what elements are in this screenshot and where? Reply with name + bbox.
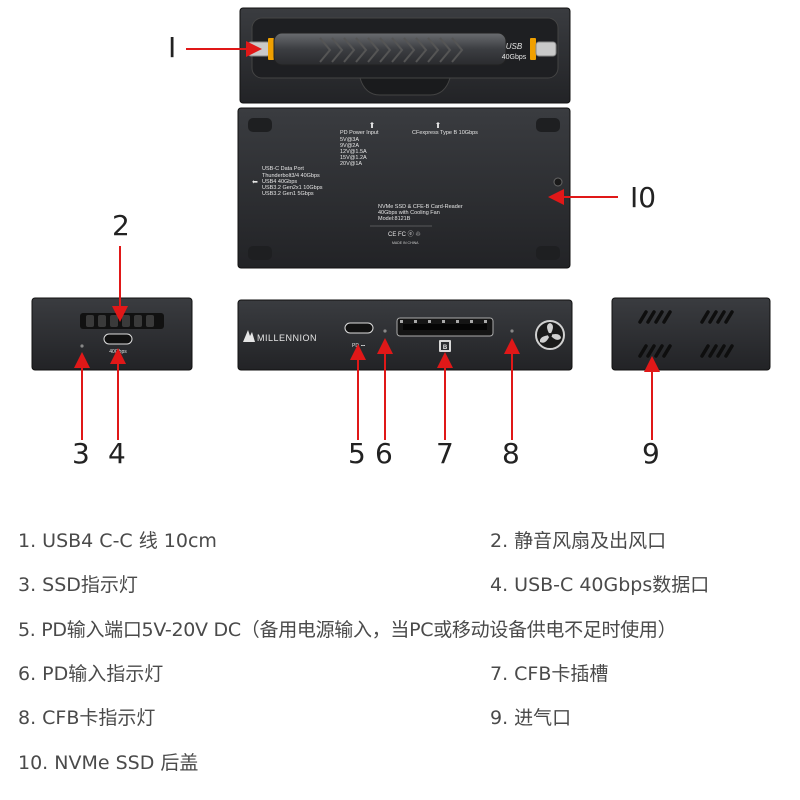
bottom-panel-view: ⬆ PD Power Input 5V@3A9V@2A12V@1.5A15V@1… bbox=[237, 107, 571, 269]
legend-item-3: 3. SSD指示灯 bbox=[18, 574, 138, 596]
legend-item-1: 1. USB4 C-C 线 10cm bbox=[18, 530, 217, 552]
cable-grip-pattern bbox=[319, 37, 464, 63]
cable-connector-right bbox=[535, 41, 557, 57]
spec-line: 9V@2A bbox=[340, 143, 359, 149]
usbc-data-port[interactable] bbox=[103, 333, 133, 345]
callout-1: I bbox=[168, 31, 177, 64]
brand-logo-icon bbox=[243, 330, 255, 342]
spec-line: NVMe SSD & CFE-B Card-Reader bbox=[378, 204, 463, 210]
fan-vent-grille bbox=[80, 313, 164, 329]
callout-arrows bbox=[74, 41, 660, 440]
rubber-foot bbox=[536, 246, 560, 260]
cover-screw bbox=[553, 177, 563, 187]
legend-item-5: 5. PD输入端口5V-20V DC（备用电源输入，当PC或移动设备供电不足时使… bbox=[18, 619, 677, 641]
cfexpress-arrow: ⬆ bbox=[435, 121, 442, 130]
legend-item-2: 2. 静音风扇及出风口 bbox=[490, 530, 667, 552]
legend-item-10: 10. NVMe SSD 后盖 bbox=[18, 752, 199, 774]
cable-label-usb: USB bbox=[506, 42, 523, 51]
air-intake-vents bbox=[638, 310, 734, 358]
made-in: MADE IN CHINA bbox=[392, 241, 419, 245]
legend-item-6: 6. PD输入指示灯 bbox=[18, 663, 164, 685]
cfb-slot-opening bbox=[403, 324, 487, 330]
spec-line: 40Gbps with Cooling Fan bbox=[378, 210, 440, 216]
brand-name: MILLENNION bbox=[257, 333, 317, 343]
callout-8: 8 bbox=[502, 437, 520, 470]
slot-teeth bbox=[400, 320, 487, 323]
side-panel bbox=[611, 297, 771, 371]
cable-ring-left bbox=[268, 38, 274, 60]
cfb-indicator-led bbox=[510, 329, 514, 333]
rubber-foot bbox=[536, 118, 560, 132]
front-view: MILLENNION PD ⎓ B bbox=[237, 299, 573, 371]
spec-line: 5V@3A bbox=[340, 137, 359, 143]
bottom-panel bbox=[237, 107, 571, 269]
callout-2: 2 bbox=[112, 209, 130, 242]
usbc-arrow: ⬅ bbox=[252, 179, 258, 186]
pd-power-arrow: ⬆ bbox=[369, 121, 376, 130]
pd-power-title: PD Power Input bbox=[340, 130, 379, 136]
ssd-indicator-led bbox=[80, 344, 84, 348]
legend-item-4: 4. USB-C 40Gbps数据口 bbox=[490, 574, 710, 596]
rubber-foot bbox=[248, 246, 272, 260]
callout-3: 3 bbox=[72, 437, 90, 470]
cert-marks: CE FC ⓔ ♲ bbox=[388, 230, 421, 238]
spec-line: Thunderbolt3/4 40Gbps bbox=[262, 173, 320, 179]
spec-line: Model:8121B bbox=[378, 216, 411, 222]
callout-7: 7 bbox=[436, 437, 454, 470]
callout-5: 5 bbox=[348, 437, 366, 470]
fan-icon bbox=[535, 320, 565, 350]
pd-input-port[interactable] bbox=[344, 322, 374, 334]
spec-line: 12V@1.5A bbox=[340, 149, 367, 155]
right-side-view bbox=[611, 297, 771, 371]
spec-line: 15V@1.2A bbox=[340, 155, 367, 161]
spec-line: USB3.2 Gen2x1 10Gbps bbox=[262, 185, 323, 191]
dc-symbol-icon: ⎓ bbox=[361, 343, 365, 349]
pd-indicator-led bbox=[383, 329, 387, 333]
spec-line: 20V@1A bbox=[340, 161, 362, 167]
cfb-badge-label: B bbox=[443, 345, 448, 351]
callout-10: I0 bbox=[630, 181, 657, 214]
cfexpress-label: CFexpress Type B 10Gbps bbox=[412, 130, 478, 136]
spec-line: USB3.2 Gen1 5Gbps bbox=[262, 191, 314, 197]
callout-4: 4 bbox=[108, 437, 126, 470]
product-diagram: USB 40Gbps ⬆ PD Power Input 5V@3A9V@2A12… bbox=[31, 7, 771, 440]
usbc-title: USB-C Data Port bbox=[262, 166, 304, 172]
rubber-foot bbox=[248, 118, 272, 132]
callout-6: 6 bbox=[375, 437, 393, 470]
legend-item-8: 8. CFB卡指示灯 bbox=[18, 707, 156, 729]
callout-9: 9 bbox=[642, 437, 660, 470]
cable-tray-view: USB 40Gbps bbox=[239, 7, 571, 104]
tray-handle-cutout bbox=[359, 77, 451, 96]
cable-ring-right bbox=[530, 38, 536, 60]
legend-item-7: 7. CFB卡插槽 bbox=[490, 663, 609, 685]
legend-item-9: 9. 进气口 bbox=[490, 707, 572, 729]
spec-line: USB4 40Gbps bbox=[262, 179, 297, 185]
cable-label-speed: 40Gbps bbox=[502, 54, 527, 61]
left-side-view: 40Gbps bbox=[31, 297, 193, 371]
